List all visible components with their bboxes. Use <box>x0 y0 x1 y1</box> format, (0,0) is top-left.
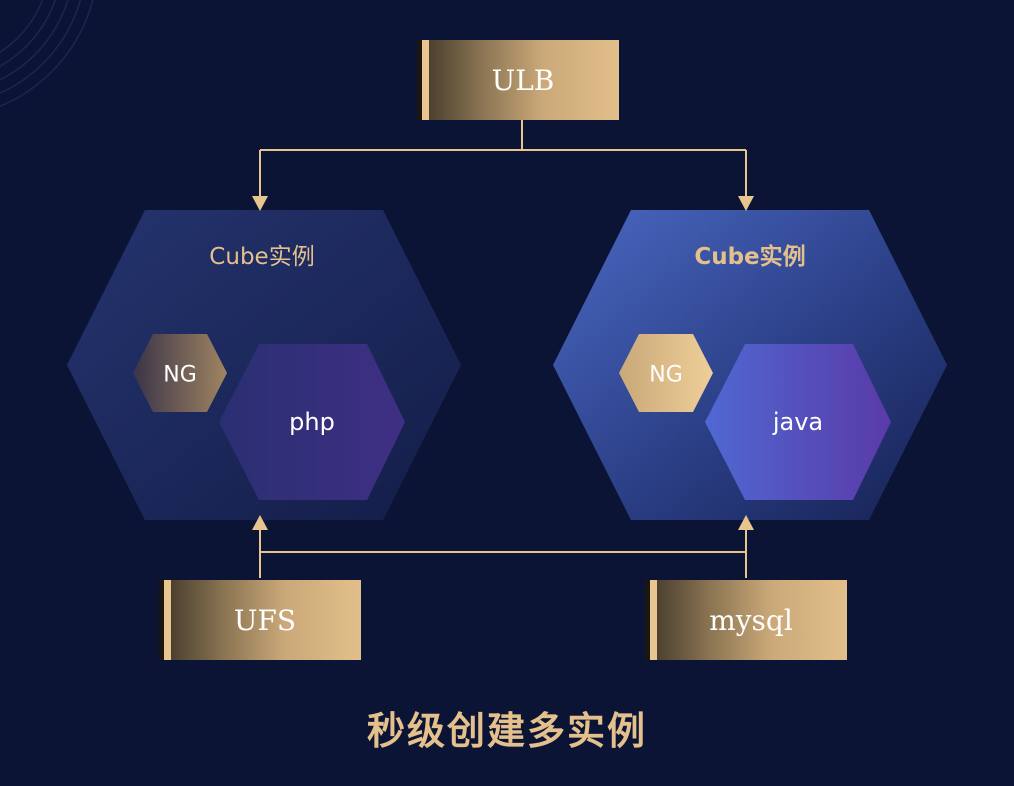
mysql-label: mysql <box>709 603 793 637</box>
arrow-up-right <box>738 515 754 530</box>
ng-hexagon-right <box>619 334 713 412</box>
app-label-php: php <box>289 408 335 436</box>
decorative-arcs <box>0 0 94 107</box>
connectors <box>259 120 747 578</box>
ufs-label: UFS <box>233 603 297 637</box>
cube-right-title: Cube实例 <box>694 244 806 270</box>
ng-left-label: NG <box>163 362 197 388</box>
app-hexagon-php <box>219 344 405 500</box>
ulb-label: ULB <box>491 63 555 97</box>
ulb-box: ULB <box>417 40 619 120</box>
arrow-down-left <box>252 196 268 211</box>
arrow-down-right <box>738 196 754 211</box>
arrow-up-left <box>252 515 268 530</box>
app-hexagon-java <box>705 344 891 500</box>
app-label-java: java <box>772 408 824 436</box>
arrowheads <box>252 196 754 530</box>
caption: 秒级创建多实例 <box>366 709 647 753</box>
ng-right-label: NG <box>649 362 683 388</box>
ufs-box: UFS <box>159 580 361 660</box>
mysql-box: mysql <box>645 580 847 660</box>
cube-left-title: Cube实例 <box>209 244 315 270</box>
ng-hexagon-left <box>133 334 227 412</box>
